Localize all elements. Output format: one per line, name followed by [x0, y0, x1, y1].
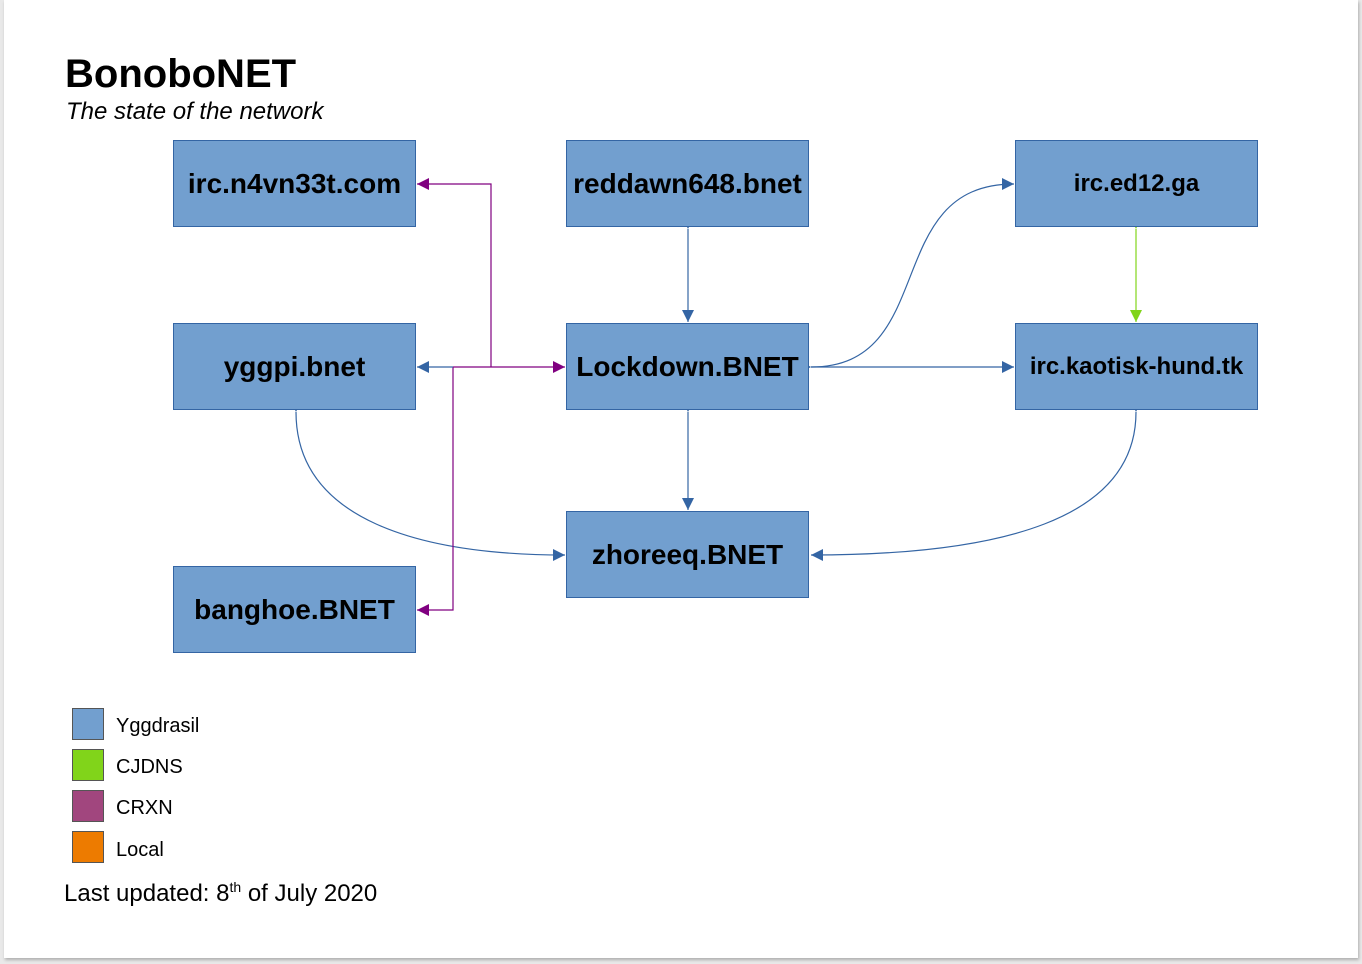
last-updated-suffix: of July 2020 — [241, 880, 378, 907]
node-yggpi: yggpi.bnet — [173, 323, 416, 410]
legend-label-local: Local — [116, 839, 164, 861]
node-irc-kaotisk-hund: irc.kaotisk-hund.tk — [1015, 323, 1258, 410]
legend-swatch-yggdrasil — [72, 708, 104, 740]
node-banghoe: banghoe.BNET — [173, 566, 416, 653]
node-zhoreeq: zhoreeq.BNET — [566, 511, 809, 598]
legend-label-crxn: CRXN — [116, 797, 173, 819]
link-lockdown-banghoe — [417, 367, 454, 616]
node-reddawn648: reddawn648.bnet — [566, 140, 809, 227]
link-kaotisk-zhoreeq — [810, 399, 1143, 561]
node-lockdown: Lockdown.BNET — [566, 323, 809, 410]
link-yggpi-zhoreeq — [289, 399, 566, 561]
last-updated: Last updated: 8th of July 2020 — [64, 878, 377, 910]
legend-label-cjdns: CJDNS — [116, 756, 183, 778]
page-subtitle: The state of the network — [66, 98, 324, 125]
legend-label-yggdrasil: Yggdrasil — [116, 715, 200, 737]
link-lockdown-ed12 — [798, 178, 1015, 374]
node-irc-ed12: irc.ed12.ga — [1015, 140, 1258, 227]
legend-swatch-cjdns — [72, 749, 104, 781]
legend-swatch-crxn — [72, 790, 104, 822]
link-lockdown-n4vn33t — [417, 178, 492, 367]
legend-swatch-local — [72, 831, 104, 863]
page-title: BonoboNET — [65, 52, 297, 96]
last-updated-ordinal: th — [229, 879, 242, 895]
last-updated-prefix: Last updated: 8 — [64, 880, 230, 907]
node-irc-n4vn33t: irc.n4vn33t.com — [173, 140, 416, 227]
